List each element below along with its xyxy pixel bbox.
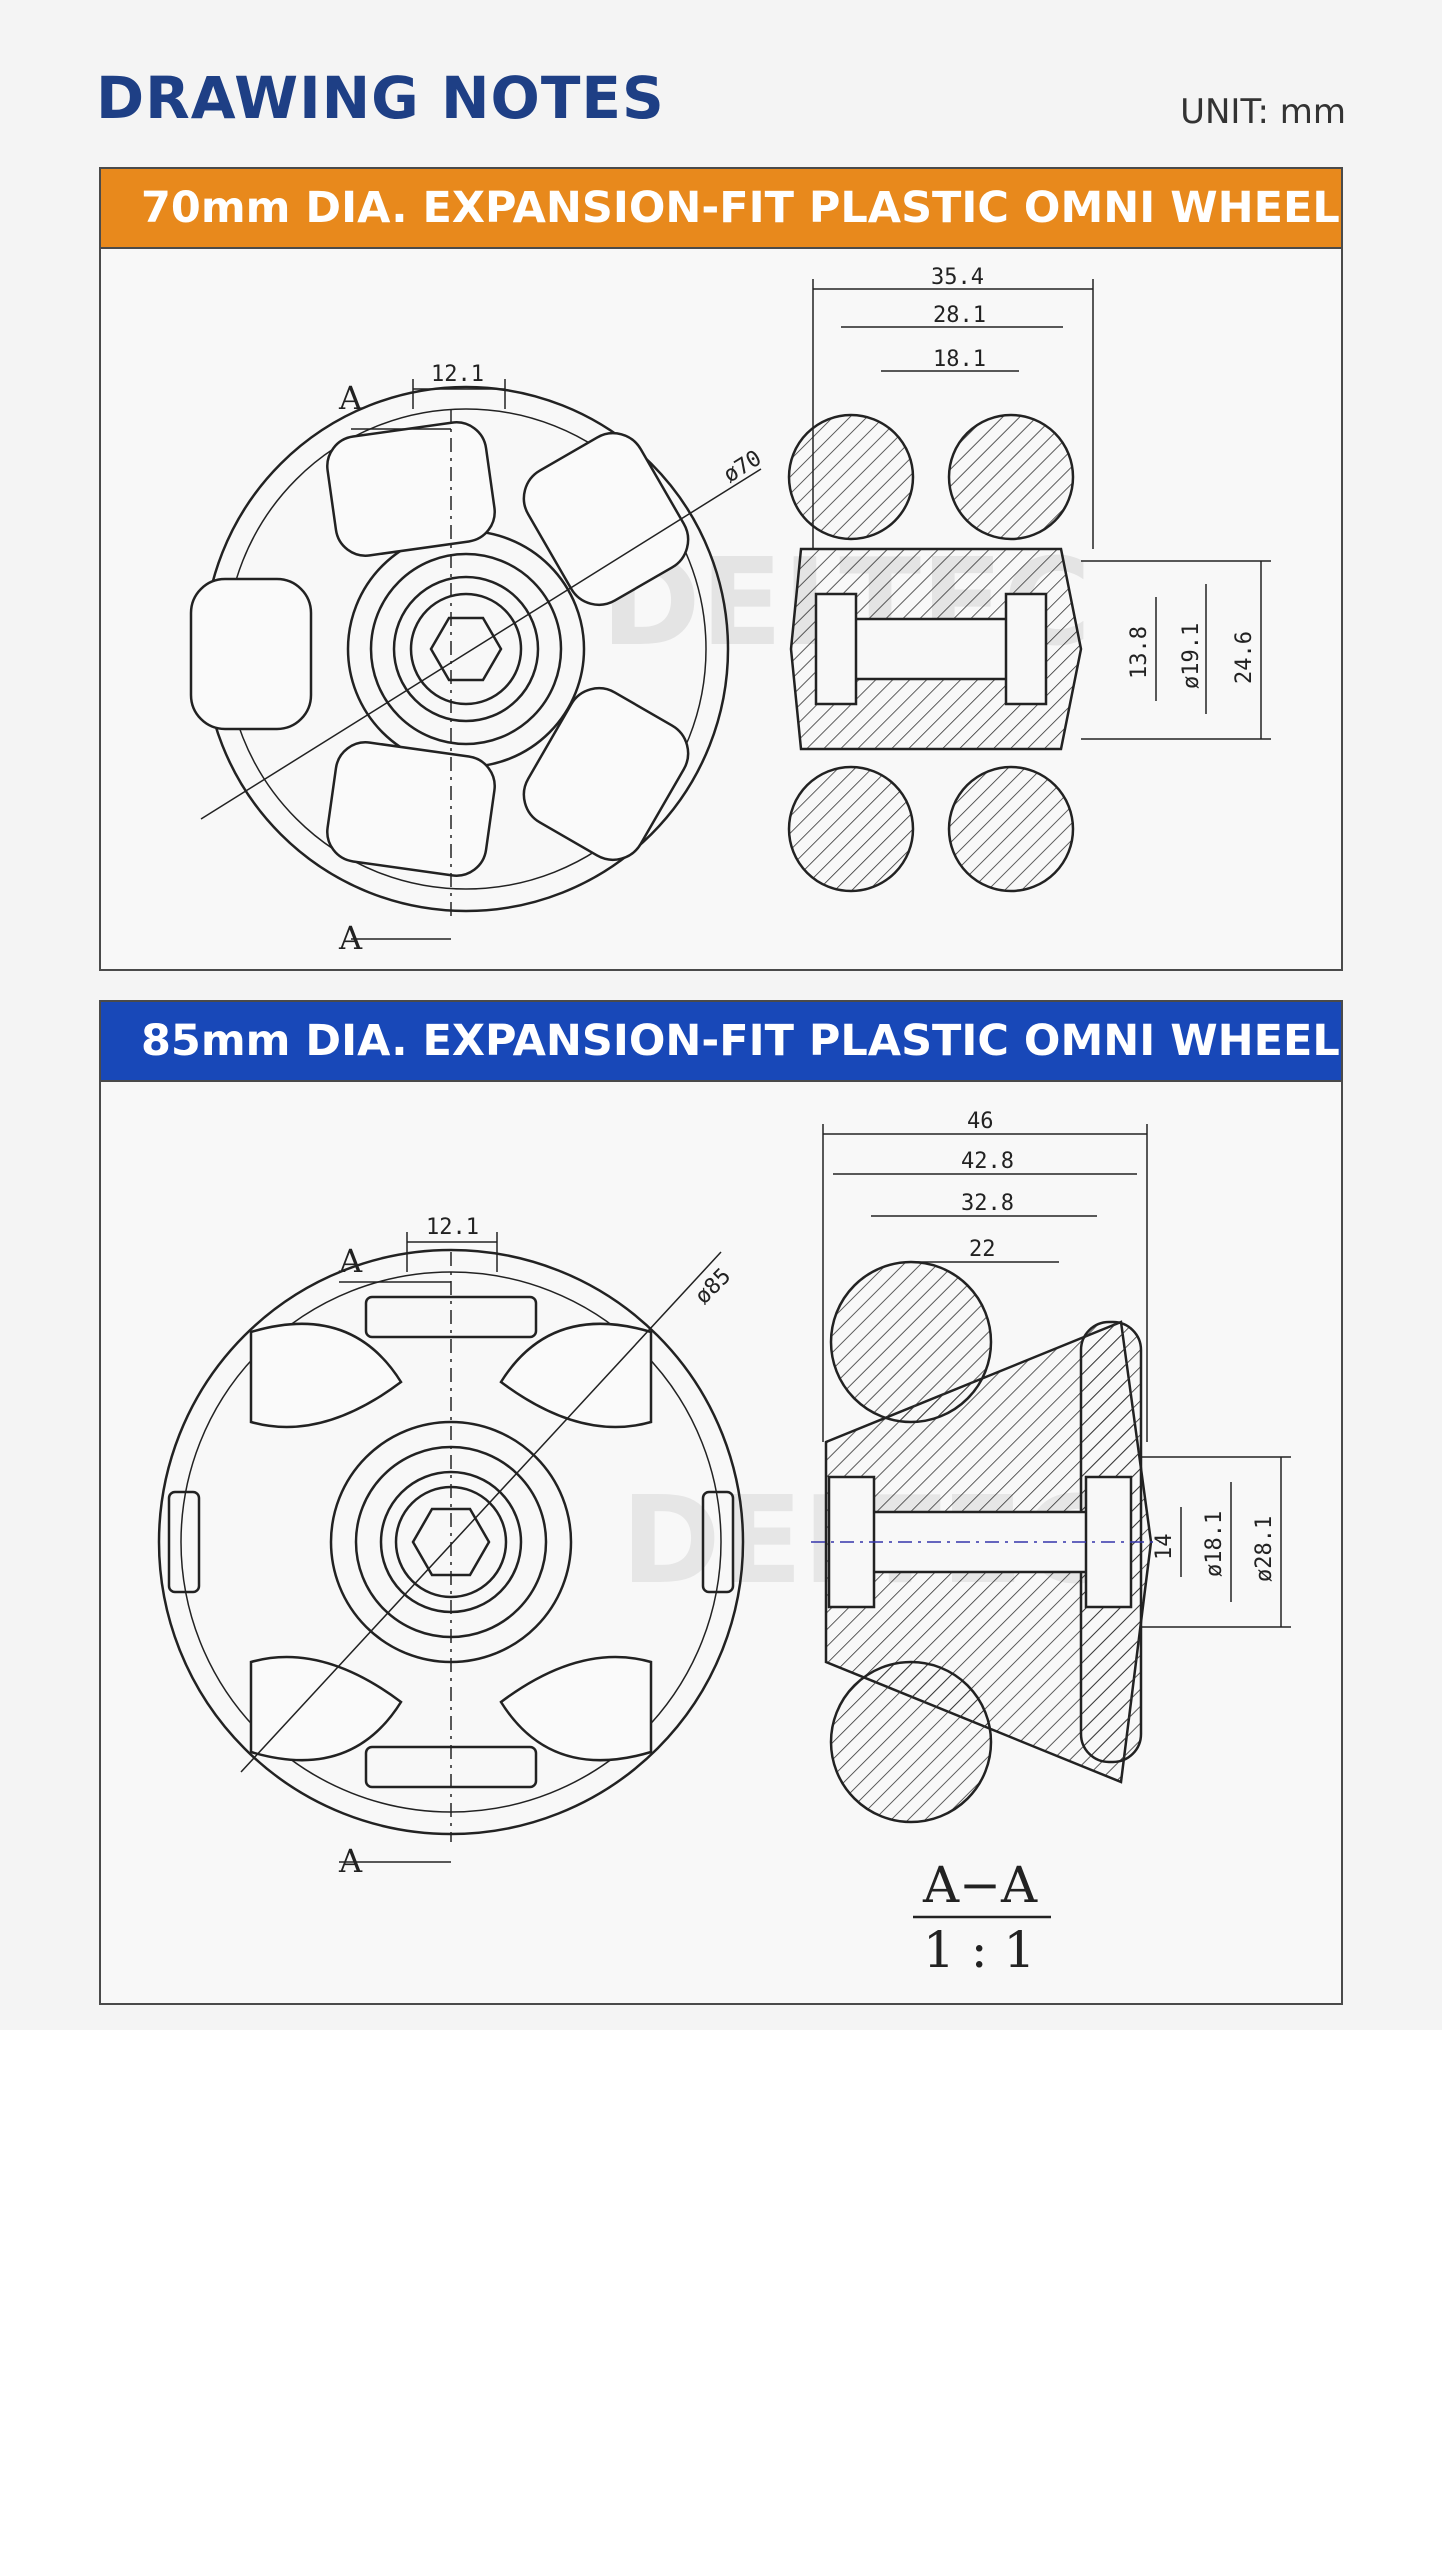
section-mark-top: A [338, 1242, 363, 1280]
dim-width-2: 28.1 [933, 303, 986, 328]
dim-hub-width: 12.1 [431, 362, 484, 387]
page-title: DRAWING NOTES [96, 64, 665, 132]
panel-85mm-wheel: 85mm DIA. EXPANSION-FIT PLASTIC OMNI WHE… [99, 1000, 1343, 2005]
section-mark-bottom: A [338, 919, 363, 957]
panel-70mm-wheel: 70mm DIA. EXPANSION-FIT PLASTIC OMNI WHE… [99, 167, 1343, 971]
section-label: A−A [922, 1856, 1038, 1914]
dim-width-3: 32.8 [961, 1191, 1014, 1216]
panel-title-bar: 70mm DIA. EXPANSION-FIT PLASTIC OMNI WHE… [101, 169, 1341, 249]
drawing-85mm: DELTEC 12.1 ø85 A A [157, 1109, 1291, 1979]
dim-width-2: 42.8 [961, 1149, 1014, 1174]
section-dimensions [822, 1124, 1291, 1628]
front-dimensions [351, 379, 506, 940]
front-dimensions [339, 1232, 498, 1863]
section-dimensions [812, 279, 1271, 740]
dim-width-4: 22 [969, 1237, 996, 1262]
drawing-70mm: DELTEC 12.1 ø70 A A [189, 265, 1271, 957]
dim-hub-width: 12.1 [426, 1215, 479, 1240]
section-mark-top: A [338, 379, 363, 417]
dim-width-1: 35.4 [931, 265, 984, 290]
dim-outer-diameter: ø85 [690, 1264, 736, 1310]
section-view [787, 413, 1083, 893]
scale-label: 1 : 1 [923, 1921, 1035, 1979]
section-mark-bottom: A [338, 1842, 363, 1880]
unit-label: UNIT: mm [1180, 92, 1346, 132]
section-view [811, 1260, 1161, 1824]
dim-width-1: 46 [967, 1109, 994, 1134]
dim-hub-diameter: ø18.1 [1202, 1511, 1227, 1577]
dim-flange-diameter: ø28.1 [1252, 1516, 1277, 1582]
panel-title-bar: 85mm DIA. EXPANSION-FIT PLASTIC OMNI WHE… [101, 1002, 1341, 1082]
front-view [157, 1248, 745, 1842]
dim-hub-diameter: ø19.1 [1179, 623, 1204, 689]
front-view [189, 385, 762, 919]
dim-bore: 13.8 [1127, 626, 1152, 679]
dim-hub-length: 24.6 [1232, 631, 1257, 684]
dim-width-3: 18.1 [933, 347, 986, 372]
dim-outer-diameter: ø70 [719, 446, 766, 488]
dim-bore: 14 [1152, 1534, 1177, 1561]
